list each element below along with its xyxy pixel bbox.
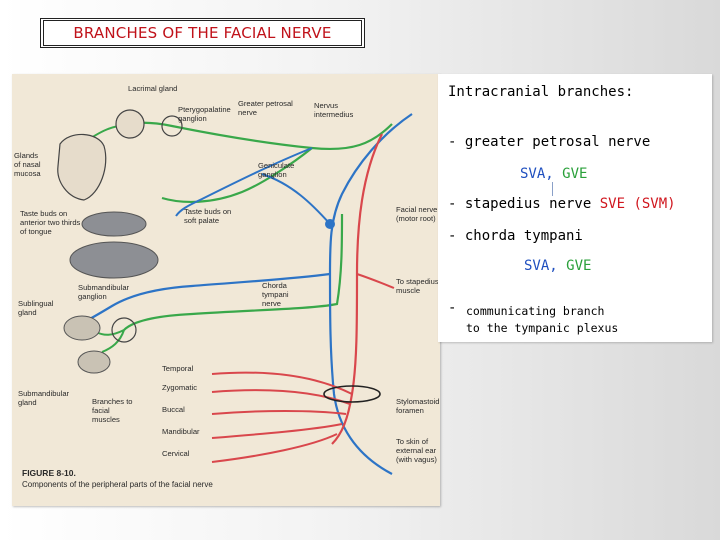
stylomastoid-foramen-ellipse (323, 385, 381, 403)
submandibular-ganglion-shape (111, 317, 137, 343)
label-facial-nerve-2: (motor root) (396, 214, 436, 223)
label-buccal: Buccal (162, 405, 185, 414)
figure-number: FIGURE 8-10. (22, 468, 76, 478)
label-to-skin-2: external ear (396, 446, 437, 455)
label-greater-petrosal-2: nerve (238, 108, 257, 117)
slide-title-box: BRANCHES OF THE FACIAL NERVE (40, 18, 365, 48)
sve-label: SVE (SVM) (599, 196, 676, 212)
stapedius-branch (356, 273, 395, 289)
pterygopalatine-ganglion-shape (161, 115, 183, 137)
greater-petrosal-lower-path (161, 147, 313, 204)
label-submandibular-gland-2: gland (18, 398, 37, 407)
sva-label: SVA, (520, 166, 554, 182)
item-communicating-dash: - (448, 300, 457, 316)
label-taste-tongue-3: of tongue (20, 227, 52, 236)
intracranial-branches-panel: Intracranial branches: - greater petrosa… (438, 74, 712, 342)
figure-caption: Components of the peripheral parts of th… (22, 480, 213, 489)
stapedius-label: - stapedius nerve (448, 196, 592, 212)
label-taste-soft-palate-2: soft palate (184, 216, 219, 225)
label-submandibular-ganglion-2: ganglion (78, 292, 107, 301)
label-pterygopalatine-1: Pterygopalatine (178, 105, 231, 114)
label-stapedius-1: To stapedius (396, 277, 439, 286)
submandibular-gland-shape (77, 350, 111, 374)
label-taste-tongue-2: anterior two thirds (20, 218, 81, 227)
motor-trunk-red-path (331, 133, 383, 445)
item-greater-petrosal: - greater petrosal nerve (448, 134, 651, 150)
label-temporal: Temporal (162, 364, 194, 373)
item-stapedius: - stapedius nerve SVE (SVM) (448, 196, 676, 212)
label-branches-1: Branches to (92, 397, 133, 406)
item-communicating-line2: to the tympanic plexus (466, 321, 619, 335)
item-greater-petrosal-fibers: SVA, GVE (520, 166, 587, 182)
label-chorda-2: tympani (262, 290, 289, 299)
item-chorda-tympani: - chorda tympani (448, 228, 583, 244)
facial-nerve-figure: Lacrimal gland Pterygopalatine ganglion … (12, 74, 440, 506)
label-geniculate-1: Geniculate (258, 161, 294, 170)
soft-palate-shape (81, 211, 147, 237)
soft-palate-taste-path (175, 147, 313, 217)
geniculate-blue-path (261, 173, 331, 225)
label-greater-petrosal-1: Greater petrosal (238, 99, 293, 108)
tongue-taste-path (71, 272, 331, 328)
lacrimal-gland-shape (115, 109, 145, 139)
label-pterygopalatine-2: ganglion (178, 114, 207, 123)
slide-title: BRANCHES OF THE FACIAL NERVE (43, 20, 362, 46)
label-submandibular-ganglion-1: Submandibular (78, 283, 130, 292)
zygomatic-branch (211, 389, 351, 405)
label-nervus-intermedius-2: intermedius (314, 110, 353, 119)
arrow-marker (552, 182, 553, 196)
tongue-shape (69, 241, 159, 279)
label-cervical: Cervical (162, 449, 190, 458)
item-chorda-fibers: SVA, GVE (524, 258, 591, 274)
panel-heading: Intracranial branches: (448, 84, 634, 100)
label-nervus-intermedius-1: Nervus (314, 101, 338, 110)
label-branches-3: muscles (92, 415, 120, 424)
mandibular-branch (211, 423, 343, 439)
geniculate-ganglion-dot (325, 219, 335, 229)
label-facial-nerve-1: Facial nerve (396, 205, 437, 214)
label-chorda-1: Chorda (262, 281, 288, 290)
label-mandibular: Mandibular (162, 427, 200, 436)
buccal-branch (211, 410, 347, 415)
item-communicating-line1: communicating branch (466, 304, 605, 318)
sublingual-gland-shape (63, 315, 101, 341)
label-stylomastoid-2: foramen (396, 406, 424, 415)
label-chorda-3: nerve (262, 299, 281, 308)
label-nasal-3: mucosa (14, 169, 41, 178)
label-stylomastoid-1: Stylomastoid (396, 397, 439, 406)
label-zygomatic: Zygomatic (162, 383, 197, 392)
greater-petrosal-path (129, 121, 393, 151)
nasal-mucosa-shape (57, 133, 107, 201)
label-to-skin-3: (with vagus) (396, 455, 437, 464)
label-geniculate-2: ganglion (258, 170, 287, 179)
label-to-skin-1: To skin of (396, 437, 429, 446)
label-lacrimal-gland: Lacrimal gland (128, 84, 177, 93)
label-sublingual-1: Sublingual (18, 299, 54, 308)
chorda-tympani-green-path (123, 213, 344, 331)
label-nasal-1: Glands (14, 151, 38, 160)
label-taste-tongue-1: Taste buds on (20, 209, 67, 218)
gve-label: GVE (562, 166, 588, 182)
label-branches-2: facial (92, 406, 110, 415)
chorda-sva-label: SVA, (524, 258, 558, 274)
label-nasal-2: of nasal (14, 160, 41, 169)
chorda-gve-label: GVE (566, 258, 592, 274)
label-sublingual-2: gland (18, 308, 37, 317)
label-stapedius-2: muscle (396, 286, 420, 295)
label-taste-soft-palate-1: Taste buds on (184, 207, 231, 216)
facial-nerve-diagram: Lacrimal gland Pterygopalatine ganglion … (14, 84, 439, 489)
cervical-branch (211, 433, 338, 463)
label-submandibular-gland-1: Submandibular (18, 389, 70, 398)
